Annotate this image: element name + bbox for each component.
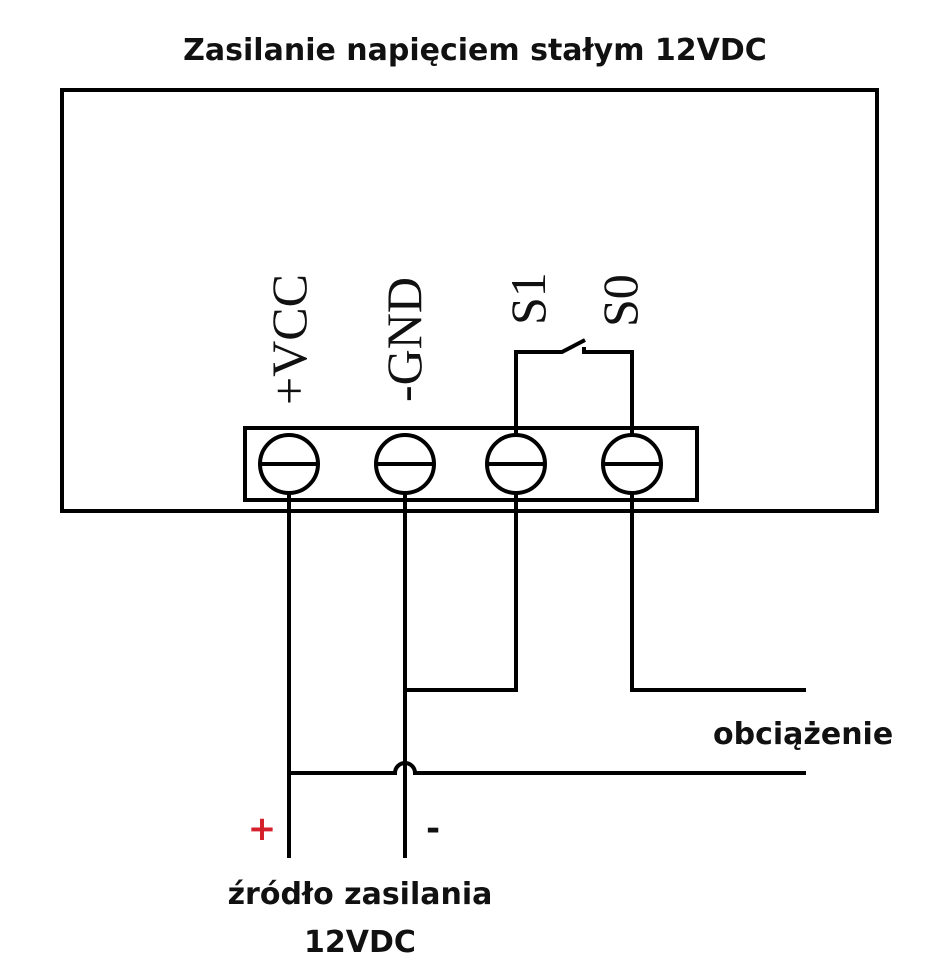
wire-s0-load — [630, 493, 806, 692]
terminal-label-vcc: +VCC — [261, 274, 317, 405]
screw-terminal-s1 — [485, 433, 547, 495]
terminal-block — [243, 426, 699, 502]
plus-sign: + — [248, 809, 277, 849]
source-voltage-label: 12VDC — [304, 925, 416, 960]
terminal-label-s1: S1 — [500, 272, 556, 325]
wire-vcc-load — [289, 761, 806, 775]
switch-symbol — [514, 338, 634, 435]
screw-terminal-vcc — [258, 433, 320, 495]
module-housing — [60, 88, 879, 513]
wire-s1 — [405, 493, 518, 692]
load-label: obciążenie — [713, 717, 893, 752]
terminal-label-s0: S0 — [592, 274, 648, 327]
source-label: źródło zasilania — [228, 877, 493, 912]
diagram-title: Zasilanie napięciem stałym 12VDC — [183, 33, 767, 68]
terminal-label-gnd: -GND — [376, 277, 432, 402]
screw-terminal-gnd — [374, 433, 436, 495]
screw-terminal-s0 — [601, 433, 663, 495]
minus-sign: - — [426, 809, 440, 849]
